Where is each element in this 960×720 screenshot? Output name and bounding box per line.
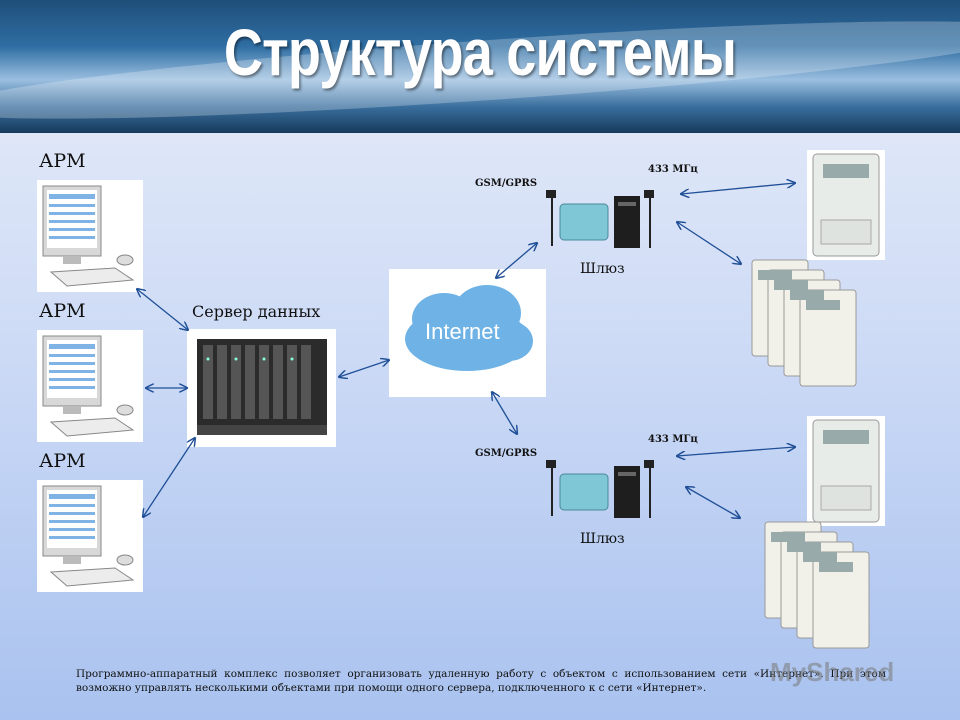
workstation-label-1: АРМ: [39, 150, 86, 172]
arrow-internet-gateway2: [492, 392, 517, 434]
workstation-computer-3: [37, 480, 143, 592]
gateway-label-1: Шлюз: [580, 261, 625, 277]
gateway-device-2: [540, 454, 668, 530]
arrow-gateway2-meter: [677, 447, 795, 456]
workstation-computer-1: [37, 180, 143, 292]
arrow-gateway1-meter: [681, 183, 795, 194]
meter-stack-1: [750, 258, 860, 388]
internet-label: Internet: [425, 319, 500, 344]
header-banner: [0, 0, 960, 133]
meter-stack-2: [763, 520, 873, 650]
computer-icon: [42, 185, 135, 287]
arrow-gateway2-meterstack: [686, 487, 740, 518]
workstation-computer-2: [37, 330, 143, 442]
server-label: Сервер данных: [192, 302, 321, 321]
radio-label-2: 433 МГц: [648, 434, 698, 445]
gsm-label-1: GSM/GPRS: [475, 178, 538, 189]
gateway-icon: [546, 460, 654, 518]
gsm-label-2: GSM/GPRS: [475, 448, 538, 459]
arrow-workstation3-server: [143, 438, 195, 517]
arrow-gateway1-meterstack: [677, 222, 741, 264]
arrow-internet-gateway1: [496, 243, 537, 278]
cloud-icon: [405, 285, 533, 371]
gateway-label-2: Шлюз: [580, 531, 625, 547]
single-meter-1: [807, 150, 885, 260]
server-rack-icon: [197, 339, 327, 435]
electricity-meter-icon: [751, 259, 857, 387]
internet-cloud: [389, 269, 546, 397]
electricity-meter-icon: [812, 153, 880, 257]
gateway-icon: [546, 190, 654, 248]
gateway-device-1: [540, 184, 668, 260]
footnote-text: Программно-аппаратный комплекс позволяет…: [76, 668, 886, 694]
arrow-server-internet: [339, 360, 389, 377]
workstation-label-2: АРМ: [39, 300, 86, 322]
workstation-label-3: АРМ: [39, 450, 86, 472]
single-meter-2: [807, 416, 885, 526]
arrow-workstation1-server: [137, 289, 188, 330]
computer-icon: [42, 335, 135, 437]
page-title: Структура системы: [223, 15, 737, 89]
electricity-meter-icon: [812, 419, 880, 523]
electricity-meter-icon: [764, 521, 870, 649]
computer-icon: [42, 485, 135, 587]
watermark: MyShared: [770, 657, 895, 687]
radio-label-1: 433 МГц: [648, 164, 698, 175]
data-server: [187, 329, 336, 447]
